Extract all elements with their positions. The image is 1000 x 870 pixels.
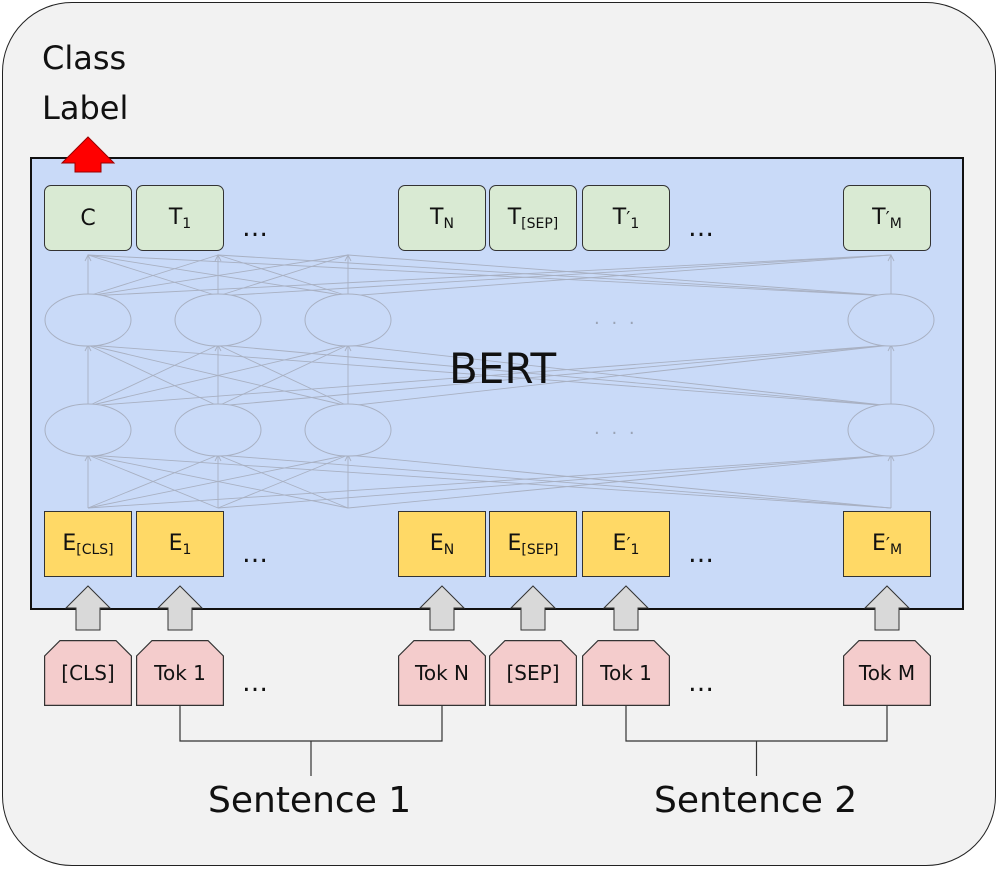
embedding-node-em-prime: E′M bbox=[843, 511, 931, 577]
output-node-tm-prime: T′M bbox=[843, 185, 931, 251]
token-label-sep: [SEP] bbox=[506, 661, 560, 685]
connection-line bbox=[217, 344, 349, 407]
output-node-label: T[SEP] bbox=[507, 204, 559, 232]
input-arrow bbox=[418, 585, 466, 631]
embedding-node-esep: E[SEP] bbox=[489, 511, 577, 577]
embedding-node-cls: E[CLS] bbox=[44, 511, 132, 577]
sentence-1-bracket bbox=[179, 706, 443, 742]
hidden-unit bbox=[847, 293, 935, 347]
connection-line bbox=[217, 344, 892, 407]
input-arrow bbox=[863, 585, 911, 631]
connection-line bbox=[347, 454, 892, 509]
hidden-unit bbox=[304, 293, 392, 347]
hidden-unit bbox=[174, 293, 262, 347]
connection-line bbox=[87, 454, 349, 509]
sentence-2-bracket bbox=[625, 706, 888, 742]
output-node-label: T′1 bbox=[612, 204, 640, 232]
embedding-node-e1: E1 bbox=[136, 511, 224, 577]
hidden-unit bbox=[847, 403, 935, 457]
output-ellipsis-1: … bbox=[242, 213, 270, 243]
embedding-node-label: E[SEP] bbox=[507, 530, 559, 558]
token-box-cls bbox=[44, 640, 132, 706]
token-label-tok1-s2: Tok 1 bbox=[600, 661, 652, 685]
class-label: Class Label bbox=[42, 33, 128, 133]
hidden-ellipsis-1: · · · bbox=[594, 313, 638, 334]
connection-line bbox=[87, 344, 892, 407]
connection-line bbox=[87, 254, 349, 297]
connection-line bbox=[217, 454, 349, 509]
hidden-unit bbox=[174, 403, 262, 457]
output-ellipsis-2: … bbox=[688, 213, 716, 243]
class-label-line1: Class bbox=[42, 39, 127, 77]
sentence-1-label: Sentence 1 bbox=[208, 780, 412, 821]
connection-line bbox=[87, 254, 219, 297]
embedding-node-label: E′1 bbox=[612, 530, 640, 558]
connection-line bbox=[347, 254, 892, 297]
output-node-t1: T1 bbox=[136, 185, 224, 251]
hidden-unit bbox=[44, 403, 132, 457]
output-node-tn: TN bbox=[398, 185, 486, 251]
hidden-ellipsis-2: · · · bbox=[594, 423, 638, 444]
embedding-node-label: E[CLS] bbox=[62, 530, 114, 558]
connection-arrowhead bbox=[344, 253, 352, 262]
token-label-tokn: Tok N bbox=[415, 661, 469, 685]
embedding-ellipsis-2: … bbox=[688, 539, 716, 569]
hidden-unit bbox=[304, 403, 392, 457]
connection-line bbox=[347, 344, 892, 407]
connection-line bbox=[217, 254, 349, 297]
input-arrow bbox=[602, 585, 650, 631]
connection-line bbox=[87, 344, 219, 407]
connection-line bbox=[217, 254, 892, 297]
connection-line bbox=[87, 344, 349, 407]
sentence-2-label: Sentence 2 bbox=[654, 780, 858, 821]
token-ellipsis-2: … bbox=[688, 668, 716, 698]
connection-line bbox=[87, 454, 219, 509]
token-box-tok1-s2 bbox=[582, 640, 670, 706]
bert-label: BERT bbox=[449, 344, 557, 393]
connection-line bbox=[87, 454, 892, 509]
hidden-unit bbox=[44, 293, 132, 347]
embedding-ellipsis-1: … bbox=[242, 539, 270, 569]
token-box-tokm bbox=[843, 640, 931, 706]
embedding-node-label: EN bbox=[429, 530, 455, 558]
embedding-node-label: E1 bbox=[168, 530, 192, 558]
connection-arrowhead bbox=[887, 253, 895, 262]
token-label-cls: [CLS] bbox=[61, 661, 115, 685]
input-arrow bbox=[156, 585, 204, 631]
token-box-tokn bbox=[398, 640, 486, 706]
output-node-c: C bbox=[44, 185, 132, 251]
embedding-node-label: E′M bbox=[871, 530, 903, 558]
output-node-label: T1 bbox=[168, 204, 192, 232]
token-box-sep bbox=[489, 640, 577, 706]
token-box-tok1 bbox=[136, 640, 224, 706]
input-arrow bbox=[509, 585, 557, 631]
token-label-tokm: Tok M bbox=[858, 661, 916, 685]
class-output-arrow bbox=[60, 136, 116, 173]
token-ellipsis-1: … bbox=[242, 668, 270, 698]
connection-arrowhead bbox=[84, 253, 92, 262]
embedding-node-en: EN bbox=[398, 511, 486, 577]
output-node-label: T′M bbox=[872, 204, 902, 232]
embedding-node-e1-prime: E′1 bbox=[582, 511, 670, 577]
connection-line bbox=[217, 454, 892, 509]
output-node-tsep: T[SEP] bbox=[489, 185, 577, 251]
connection-arrowhead bbox=[214, 253, 222, 262]
input-arrow bbox=[64, 585, 112, 631]
output-node-label: TN bbox=[430, 204, 454, 232]
output-node-t1-prime: T′1 bbox=[582, 185, 670, 251]
connection-line bbox=[87, 254, 892, 297]
token-label-tok1: Tok 1 bbox=[154, 661, 206, 685]
class-label-line2: Label bbox=[42, 89, 129, 127]
output-node-label: C bbox=[80, 205, 96, 231]
